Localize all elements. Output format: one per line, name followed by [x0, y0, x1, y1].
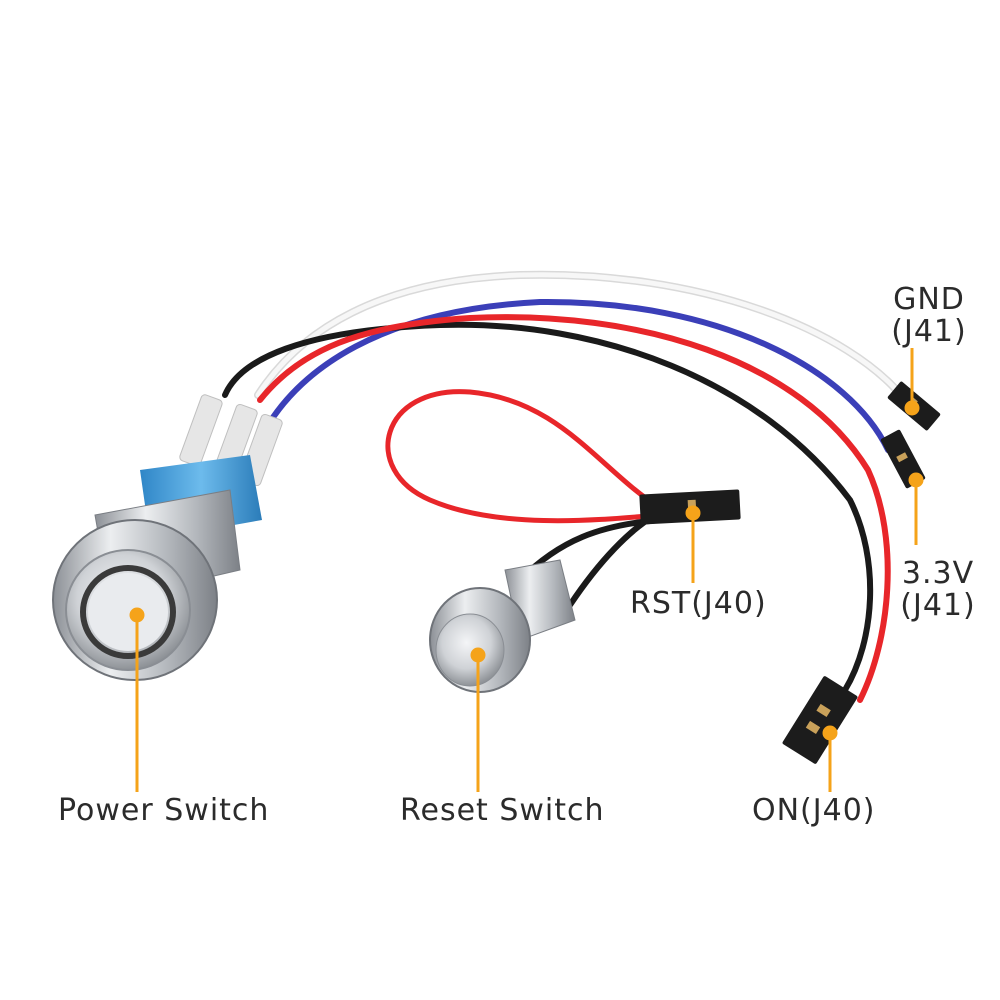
red-wire	[257, 314, 891, 703]
power-switch-wires	[222, 270, 909, 703]
gnd-label-line2: (J41)	[891, 314, 967, 349]
gnd-callout-dot	[904, 400, 920, 416]
v33-callout-dot	[908, 472, 924, 488]
reset-switch-callout-dot	[470, 647, 486, 663]
blue-wire	[262, 298, 891, 453]
v33-label-line2: (J41)	[900, 588, 976, 623]
power-switch-label: Power Switch	[58, 793, 270, 828]
v33-label-line1: 3.3V	[901, 556, 975, 591]
on-connector	[782, 676, 858, 764]
reset-switch-label: Reset Switch	[400, 793, 605, 828]
on-label: ON(J40)	[752, 793, 876, 828]
callouts	[129, 348, 924, 792]
reset-switch	[429, 559, 576, 693]
black-wire	[222, 321, 874, 693]
reset-red-wire	[385, 389, 663, 524]
power-switch-callout-dot	[129, 607, 145, 623]
on-callout-dot	[822, 725, 838, 741]
gnd-label-line1: GND	[893, 282, 965, 317]
rst-label: RST(J40)	[630, 586, 767, 621]
led-ring	[80, 565, 176, 659]
power-switch	[52, 394, 283, 681]
rst-callout-dot	[685, 505, 701, 521]
